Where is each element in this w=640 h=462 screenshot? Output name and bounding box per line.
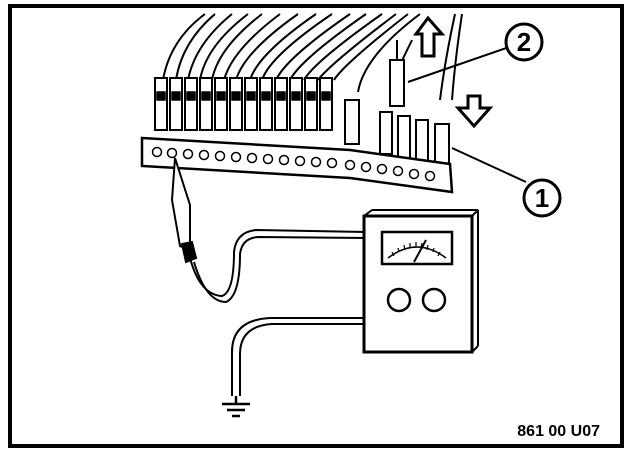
arrow-up-icon: [413, 15, 446, 58]
callout-1-number: 1: [535, 183, 549, 213]
pin-contacts: [156, 91, 331, 101]
probe-lead: [189, 228, 367, 304]
callout-1-circle: [522, 178, 562, 218]
callout-2-circle: [504, 22, 544, 62]
arrow-down-icon: [454, 94, 494, 129]
strip-holes: [151, 146, 436, 182]
figure-frame: [8, 4, 624, 448]
connector-pins: [154, 77, 450, 167]
callout-2-number: 2: [517, 27, 531, 57]
meter-knob-left: [386, 287, 412, 313]
ground-lead: [231, 317, 364, 396]
callout-2-leader: [407, 45, 513, 83]
meter-dial-icon: [380, 230, 454, 266]
removed-pin: [389, 59, 405, 107]
wire-harness: [162, 13, 463, 101]
figure-code: 861 00 U07: [517, 423, 600, 440]
ground-symbol-icon: [222, 396, 250, 418]
test-probe: [170, 157, 198, 264]
callout-1-leader: [451, 147, 527, 183]
meter-knob-right: [421, 287, 447, 313]
